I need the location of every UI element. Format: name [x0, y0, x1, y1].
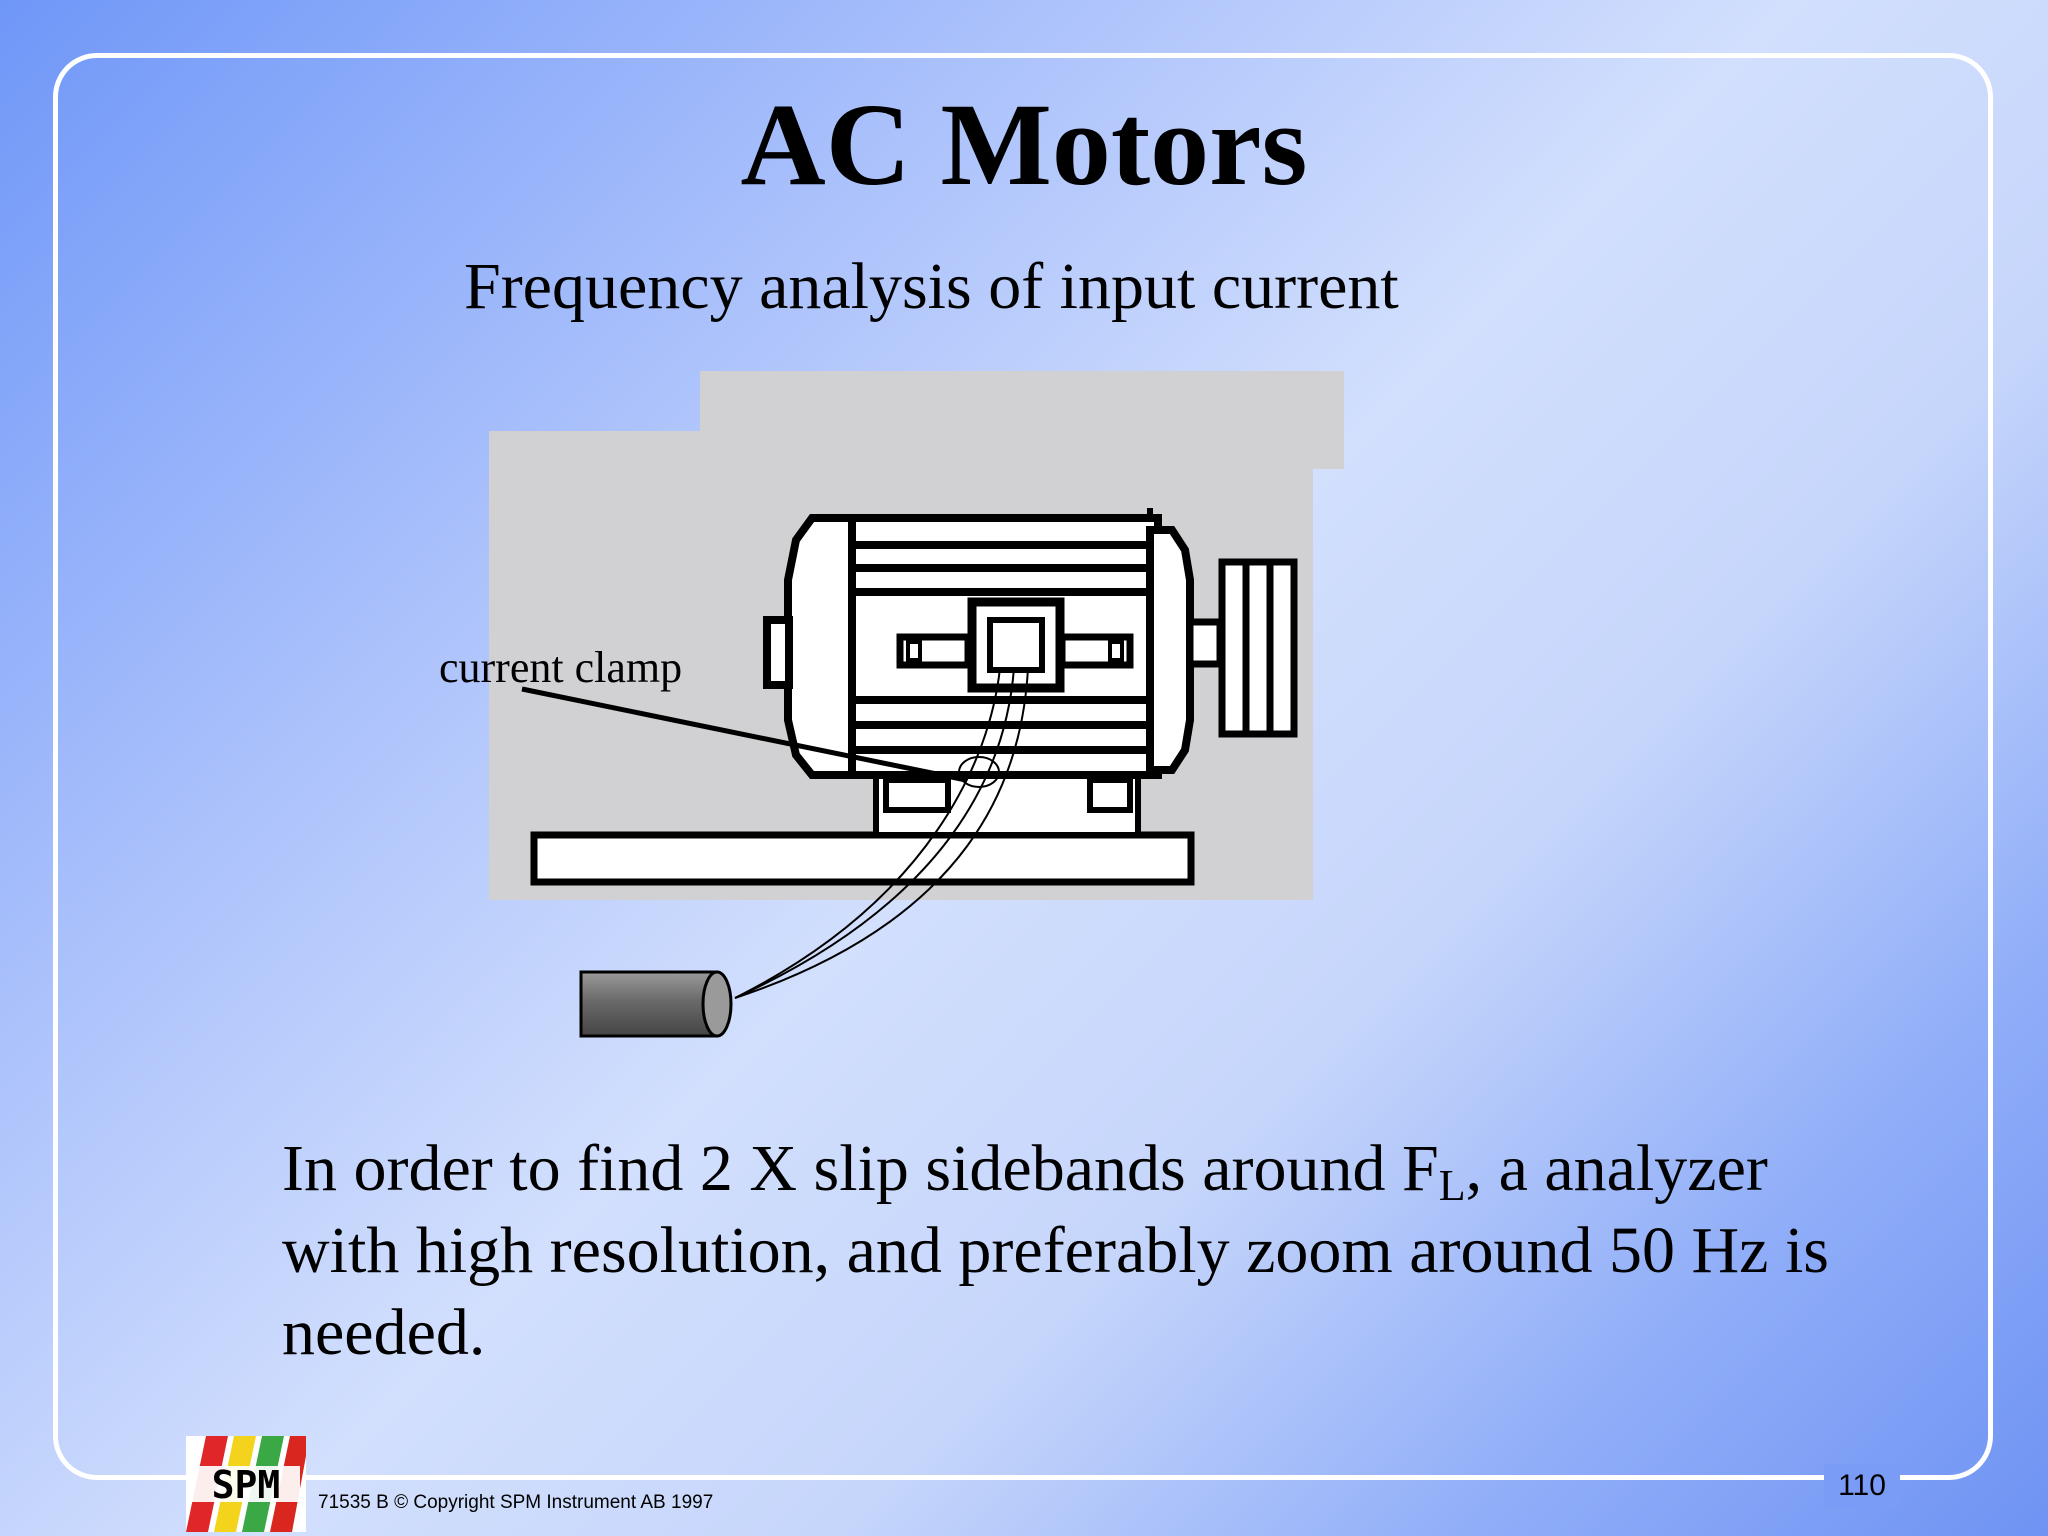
body-text-subscript: L: [1438, 1161, 1466, 1210]
spm-logo: SPM: [186, 1436, 306, 1532]
footer-copyright: 71535 B © Copyright SPM Instrument AB 19…: [318, 1492, 714, 1513]
motor-body: [848, 508, 1194, 779]
current-clamp: [958, 756, 1000, 788]
current-clamp-label: current clamp: [439, 643, 683, 692]
motor-base-plate: [530, 831, 1195, 886]
slide-frame: [53, 53, 1993, 1480]
body-text-part1: In order to find 2 X slip sidebands arou…: [282, 1132, 1439, 1205]
slide-subtitle: Frequency analysis of input current: [464, 250, 1399, 323]
motor-end-cap: [763, 514, 862, 779]
slide-body-text: In order to find 2 X slip sidebands arou…: [282, 1128, 1862, 1374]
body-text-part2: , a analyzer with high resolution, and p…: [282, 1132, 1829, 1369]
spm-logo-text: SPM: [212, 1463, 281, 1507]
clamp-pointer-line: [521, 686, 967, 783]
slide-title: AC Motors: [740, 79, 1308, 210]
measuring-instrument: [579, 970, 733, 1038]
clamp-cable: [734, 667, 1029, 999]
page-number: 110: [1824, 1464, 1900, 1508]
motor-pulley: [1186, 558, 1298, 738]
